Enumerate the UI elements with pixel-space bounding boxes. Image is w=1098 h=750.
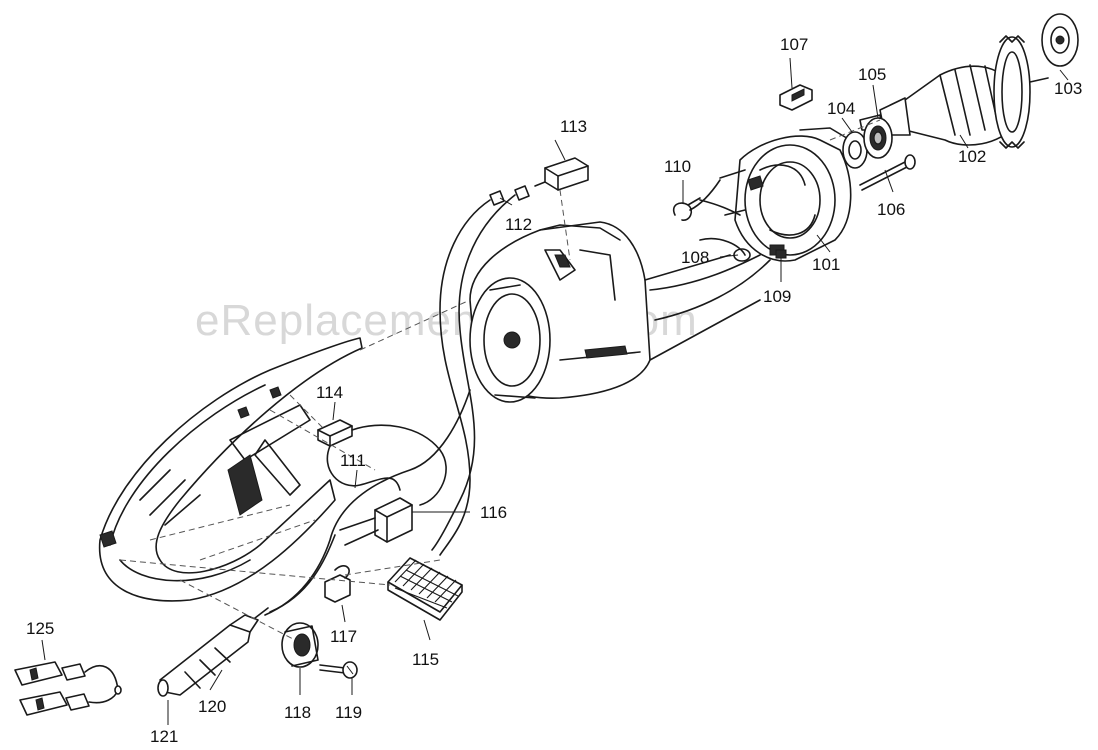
part-labels: 101 102 103 104 105 106 107 108 109 110 … bbox=[26, 35, 1082, 746]
label-104: 104 bbox=[827, 99, 855, 118]
stator-field bbox=[719, 127, 852, 262]
switch-114 bbox=[317, 419, 353, 447]
brush-holder-107 bbox=[779, 84, 813, 111]
label-121: 121 bbox=[150, 727, 178, 746]
label-117: 117 bbox=[330, 627, 357, 646]
filter-grid bbox=[394, 559, 459, 609]
label-107: 107 bbox=[780, 35, 808, 54]
connector-113 bbox=[534, 157, 589, 191]
label-120: 120 bbox=[198, 697, 226, 716]
label-103: 103 bbox=[1054, 79, 1082, 98]
label-110: 110 bbox=[664, 157, 691, 176]
label-109: 109 bbox=[763, 287, 791, 306]
label-113: 113 bbox=[560, 117, 587, 136]
cord-clamp-118 bbox=[281, 622, 319, 668]
label-114: 114 bbox=[316, 383, 343, 402]
label-101: 101 bbox=[812, 255, 840, 274]
label-108: 108 bbox=[681, 248, 709, 267]
label-102: 102 bbox=[958, 147, 986, 166]
filter-115 bbox=[387, 557, 463, 621]
label-106: 106 bbox=[877, 200, 905, 219]
washer-105 bbox=[863, 117, 893, 159]
label-105: 105 bbox=[858, 65, 886, 84]
spring-110 bbox=[672, 197, 701, 221]
brush-spring-109 bbox=[775, 249, 787, 259]
armature-rotor bbox=[859, 35, 1049, 149]
screw-106 bbox=[859, 154, 916, 191]
label-125: 125 bbox=[26, 619, 54, 638]
switch-116 bbox=[339, 497, 413, 546]
label-111: 111 bbox=[340, 451, 366, 470]
wiring-harness bbox=[264, 179, 771, 616]
label-116: 116 bbox=[480, 503, 507, 522]
assembly-guide-lines bbox=[119, 119, 881, 641]
capacitor-117 bbox=[324, 565, 351, 603]
motor-housing bbox=[469, 221, 761, 403]
bearing-103 bbox=[1041, 13, 1079, 67]
carbon-brush-set-125 bbox=[14, 661, 122, 716]
label-118: 118 bbox=[284, 703, 311, 722]
screw-119 bbox=[319, 661, 358, 679]
label-112: 112 bbox=[505, 215, 532, 234]
label-115: 115 bbox=[412, 650, 439, 669]
terminal-112 bbox=[489, 185, 530, 206]
leader-lines bbox=[41, 57, 1069, 725]
handle-housing bbox=[98, 337, 363, 602]
label-119: 119 bbox=[335, 703, 362, 722]
cord-guard-120 bbox=[157, 607, 269, 697]
